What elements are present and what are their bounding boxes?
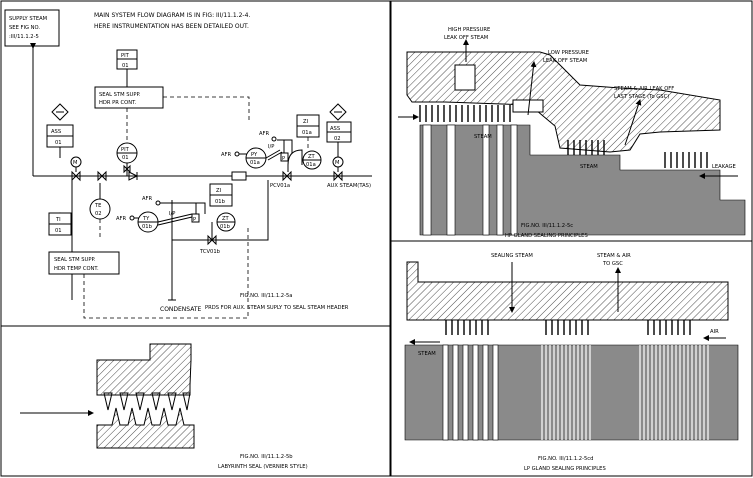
afr-label-3: AFR — [116, 216, 127, 222]
header-note-line-2: HERE INSTRUMENTATION HAS BEEN DETAILED O… — [94, 23, 249, 30]
hp-gland-diagram: HIGH PRESSURE LEAK OFF STEAM LOW PRESSUR… — [398, 27, 746, 239]
lp-steam-label: STEAM — [418, 351, 436, 357]
te-num: 02 — [95, 211, 102, 217]
hp-leakage-label: LEAKAGE — [712, 164, 736, 170]
tcv-label: TCV01b — [199, 249, 221, 255]
ti-tag: TI — [55, 217, 61, 223]
hp-steam-label-2: STEAM — [580, 164, 598, 170]
supply-box-line-2: SEE FIG NO. — [9, 25, 40, 31]
lp-gland-diagram: SEALING STEAM STEAM & AIR TO GSC AIR STE… — [404, 253, 739, 472]
motor-right-label: M — [335, 160, 339, 166]
strainer — [231, 171, 247, 181]
hp-steam-air-line-1: STEAM & AIR LEAK OFF — [614, 86, 674, 92]
pcv-label: PCV01a — [270, 183, 290, 189]
supply-box-line-1: SUPPLY STEAM — [9, 16, 47, 22]
labyrinth-stator-teeth — [103, 392, 191, 411]
supply-box-line-3: :III/11.1.2-5 — [9, 34, 39, 40]
lp-caption: LP GLAND SEALING PRINCIPLES — [524, 466, 606, 472]
zt-lower-tag: ZT — [222, 216, 230, 222]
labyrinth-caption: LABYRINTH SEAL (VERNIER STYLE) — [218, 464, 308, 470]
pid-diagram: SUPPLY STEAM SEE FIG NO. :III/11.1.2-5 M… — [4, 9, 372, 319]
pid-fig-no: FIG.NO. III/11.1.2-5a — [240, 293, 292, 299]
header-note-line-1: MAIN SYSTEM FLOW DIAGRAM IS IN FIG: III/… — [94, 12, 250, 19]
hp-casing — [406, 51, 721, 153]
lp-steam-air-line-2: TO GSC — [602, 261, 623, 267]
ass-right-tag: ASS — [330, 126, 340, 132]
zi-lower-num: 01b — [215, 199, 226, 205]
hp-rotor-rings — [422, 124, 518, 236]
ass-left-tag: ASS — [51, 129, 61, 135]
zt-upper-tag: ZT — [308, 154, 316, 160]
pcv01a-valve — [282, 170, 292, 182]
pr-cont-line-2: HDR PR CONT. — [99, 100, 137, 106]
condensate-drain — [168, 240, 176, 301]
ass-left-num: 01 — [55, 140, 62, 146]
zi-lower-tag: ZI — [216, 188, 222, 194]
py-num: 01a — [250, 160, 260, 166]
lp-seal-fins — [445, 320, 691, 335]
condensate-label: CONDENSATE — [160, 306, 202, 313]
temp-cont-line-2: HDR TEMP CONT. — [54, 266, 99, 272]
lp-casing — [406, 261, 729, 321]
pid-caption: PRDS FOR AUX. STEAM SUPLY TO SEAL STEAM … — [205, 305, 349, 311]
ty-tag: TY — [142, 216, 150, 222]
labyrinth-stator — [96, 343, 192, 396]
zi-upper-num: 01a — [302, 130, 312, 136]
lp-rotor-grooves — [541, 345, 709, 440]
ty-num: 01b — [142, 224, 153, 230]
afr-label-1: AFR — [221, 152, 232, 158]
zt-lower-num: 01b — [220, 224, 231, 230]
lp-rotor-rings — [442, 344, 499, 441]
p-label-2: P — [193, 217, 196, 223]
lp-steam-air-line-1: STEAM & AIR — [597, 253, 631, 259]
hp-high-pressure-line-1: HIGH PRESSURE — [448, 27, 490, 33]
labyrinth-diagram: FIG.NO. III/11.1.2-5b LABYRINTH SEAL (VE… — [20, 343, 308, 470]
panel-pid — [0, 0, 391, 327]
hp-low-pressure-line-2: LEAK OFF STEAM — [543, 58, 587, 64]
pit-top-num: 01 — [122, 63, 129, 69]
aux-steam-valve — [333, 170, 343, 182]
ass-right-num: 02 — [334, 136, 341, 142]
panel-labyrinth — [0, 325, 391, 477]
lp-sealing-steam-label: SEALING STEAM — [491, 253, 533, 259]
pr-cont-line-1: SEAL STM SUPP. — [99, 92, 141, 98]
motor-left-label: M — [73, 160, 77, 166]
lp-fig-no: FIG.NO. III/11.1.2-5cd — [538, 456, 593, 462]
hp-low-pressure-line-1: LOW PRESSURE — [548, 50, 589, 56]
isolation-valve-mid — [97, 170, 107, 182]
hp-steam-air-line-2: LAST STAGE (To GSC) — [614, 94, 669, 100]
aux-steam-label: AUX STEAM(TAS) — [327, 183, 371, 189]
temp-cont-line-1: SEAL STM SUPP. — [54, 257, 96, 263]
labyrinth-rotor — [96, 407, 195, 449]
hp-high-pressure-line-2: LEAK OFF STEAM — [444, 35, 488, 41]
p-label-1: P — [282, 156, 285, 162]
ip-label-1: I/P — [268, 144, 274, 150]
check-valve — [128, 171, 139, 181]
tcv01b-valve — [207, 234, 217, 246]
lp-leakoff-arrow — [527, 61, 537, 116]
hp-seal-fins — [419, 105, 708, 168]
pr-cont-box — [94, 86, 164, 109]
ti-num: 01 — [55, 228, 62, 234]
panel-lp-gland — [390, 240, 753, 477]
pit-mid-num: 01 — [122, 155, 129, 161]
py-tag: PY — [251, 152, 258, 158]
gsc-leakoff-arrow — [624, 99, 642, 146]
afr-label-2: AFR — [259, 131, 270, 137]
hp-caption: HP GLAND SEALING PRINCIPLES — [505, 233, 588, 239]
zi-upper-tag: ZI — [303, 119, 309, 125]
pit-top-tag: PIT — [121, 53, 130, 59]
zt-upper-num: 01a — [306, 162, 316, 168]
pit-mid-tag: PIT — [121, 147, 130, 153]
labyrinth-fig-no: FIG.NO. III/11.1.2-5b — [240, 454, 293, 460]
lp-air-label: AIR — [710, 329, 719, 335]
supply-steam-box — [4, 9, 60, 47]
afr-label-4: AFR — [142, 196, 153, 202]
hp-steam-label-1: STEAM — [474, 134, 492, 140]
tcv-bypass-pipe — [171, 180, 269, 241]
hp-fig-no: FIG.NO. III/11.1.2-5c — [521, 223, 573, 229]
te-tag: TE — [94, 203, 101, 209]
